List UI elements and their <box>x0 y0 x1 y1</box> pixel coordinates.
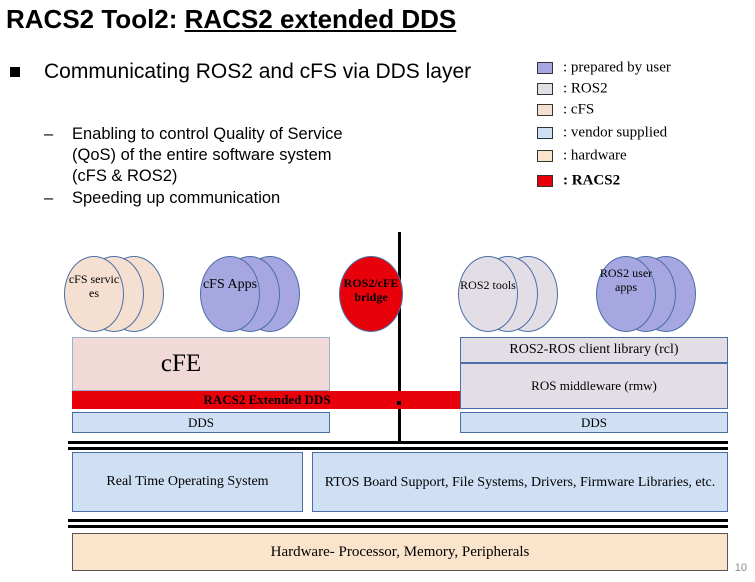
legend-swatch <box>537 174 553 187</box>
rmw-label: ROS middleware (rmw) <box>531 378 657 393</box>
main-bullet: Communicating ROS2 and cFS via DDS layer <box>10 58 525 85</box>
rtos-box: Real Time Operating System <box>72 452 303 512</box>
hardware-box: Hardware- Processor, Memory, Peripherals <box>72 533 728 571</box>
center-divider-line <box>398 232 401 442</box>
separator-line-3 <box>68 519 728 522</box>
sub-bullet-1: – Enabling to control Quality of Service… <box>44 124 344 187</box>
legend-label: : prepared by user <box>563 59 671 76</box>
slide-title: RACS2 Tool2: RACS2 extended DDS <box>6 4 456 35</box>
separator-line-1 <box>68 441 728 444</box>
legend-label: : RACS2 <box>563 172 621 189</box>
bsp-box: RTOS Board Support, File Systems, Driver… <box>312 452 728 512</box>
page-number: 10 <box>734 562 747 574</box>
legend-swatch <box>537 61 553 74</box>
bullet-square-icon <box>10 67 20 77</box>
legend-item-vendor: : vendor supplied <box>537 124 668 141</box>
bridge-circle <box>339 256 403 332</box>
sub-bullet-2-text: Speeding up communication <box>72 189 281 207</box>
sub-bullet-1-text: Enabling to control Quality of Service (… <box>72 125 343 185</box>
title-prefix: RACS2 Tool2: <box>6 4 185 34</box>
cfs-services-label: cFS servic es <box>68 272 120 300</box>
cfs-services-circle <box>64 256 124 332</box>
legend-label: : ROS2 <box>563 80 608 97</box>
hardware-label: Hardware- Processor, Memory, Peripherals <box>270 543 530 560</box>
cfe-label: cFE <box>160 350 202 377</box>
bridge-dot <box>397 401 401 405</box>
dds-right-label: DDS <box>580 414 607 430</box>
rmw-box: ROS middleware (rmw) <box>460 363 728 409</box>
legend-swatch <box>537 126 553 139</box>
sub-bullet-2: – Speeding up communication <box>44 188 464 209</box>
legend-swatch <box>537 149 553 162</box>
cfs-apps-label: cFS Apps <box>202 277 258 292</box>
rcl-label: ROS2-ROS client library (rcl) <box>509 342 679 357</box>
ros2-user-apps-circle <box>596 256 656 332</box>
dash-icon: – <box>44 189 54 207</box>
dds-right-box: DDS <box>460 412 728 433</box>
legend-swatch <box>537 103 553 116</box>
bridge-label: ROS2/cFE bridge <box>343 276 399 304</box>
dds-left-label: DDS <box>187 414 214 430</box>
legend-item-ros2: : ROS2 <box>537 80 608 97</box>
cfs-apps-circle <box>200 256 260 332</box>
bsp-label: RTOS Board Support, File Systems, Driver… <box>324 474 716 490</box>
legend-item-user: : prepared by user <box>537 59 671 76</box>
title-underlined: RACS2 extended DDS <box>184 4 457 34</box>
cfe-box: cFE <box>72 337 330 391</box>
dds-left-box: DDS <box>72 412 330 433</box>
legend-label: : cFS <box>563 101 595 118</box>
rtos-label: Real Time Operating System <box>106 474 269 489</box>
racs2-label: RACS2 Extended DDS <box>203 392 331 407</box>
racs2-extended-dds-box: RACS2 Extended DDS <box>72 391 462 409</box>
ros2-tools-label: ROS2 tools <box>460 278 516 292</box>
ros2-user-apps-label: ROS2 user apps <box>599 266 653 294</box>
main-bullet-text: Communicating ROS2 and cFS via DDS layer <box>44 60 472 83</box>
rcl-box: ROS2-ROS client library (rcl) <box>460 337 728 363</box>
legend-item-hardware: : hardware <box>537 147 627 164</box>
dash-icon: – <box>44 125 54 143</box>
separator-line-2 <box>68 447 728 450</box>
legend-item-cfs: : cFS <box>537 101 595 118</box>
legend-label: : hardware <box>563 147 627 164</box>
legend-swatch <box>537 82 553 95</box>
legend-label: : vendor supplied <box>563 124 668 141</box>
ros2-tools-circle <box>458 256 518 332</box>
separator-line-4 <box>68 525 728 528</box>
legend-item-racs2: : RACS2 <box>537 172 621 189</box>
